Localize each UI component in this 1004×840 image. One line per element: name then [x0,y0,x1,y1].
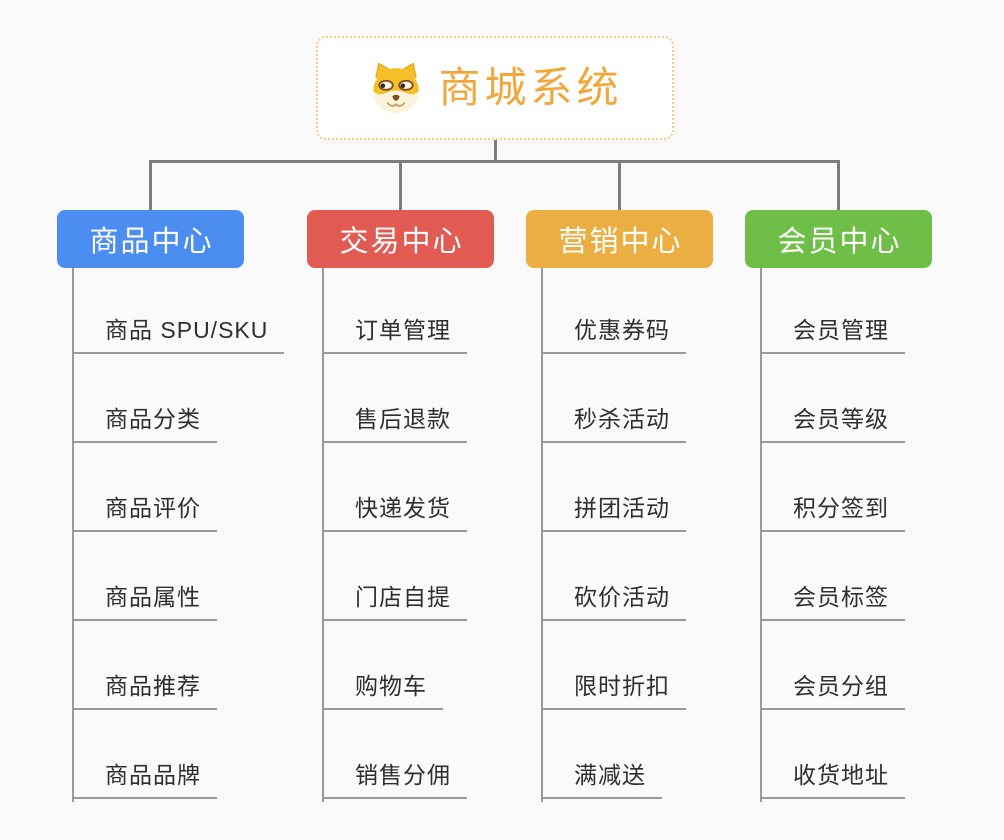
connector-drop-trade [399,160,402,210]
root-topic-title: 商城系统 [438,64,623,111]
connector-drop-member [837,160,840,210]
subtopic[interactable]: 会员等级 [760,406,905,443]
subtopic[interactable]: 会员管理 [760,317,905,354]
connector-drop-product [149,160,152,210]
branch-marketing-center: 营销中心 优惠券码 秒杀活动 拼团活动 砍价活动 限时折扣 满减送 [526,210,786,820]
branch-topic-product-center[interactable]: 商品中心 [57,210,244,268]
root-topic[interactable]: 商城系统 [316,36,674,140]
connector-drop-marketing [618,160,621,210]
subtopic[interactable]: 商品 SPU/SKU [72,317,285,354]
subtopic[interactable]: 限时折扣 [541,673,686,710]
branch-topic-trade-center[interactable]: 交易中心 [307,210,494,268]
connector-trunk-product [72,268,74,802]
subtopic[interactable]: 拼团活动 [541,495,686,532]
connector-root-stub [494,140,497,162]
connector-horizontal-bar [149,160,840,163]
branch-topic-marketing-center[interactable]: 营销中心 [526,210,713,268]
subtopic[interactable]: 会员标签 [760,584,905,621]
branch-member-center: 会员中心 会员管理 会员等级 积分签到 会员标签 会员分组 收货地址 [745,210,1004,820]
subtopic[interactable]: 满减送 [541,762,662,799]
subtopic[interactable]: 商品属性 [72,584,217,621]
connector-trunk-trade [322,268,324,802]
subtopic[interactable]: 商品分类 [72,406,217,443]
subtopic[interactable]: 优惠券码 [541,317,686,354]
subtopic[interactable]: 售后退款 [322,406,467,443]
subtopic[interactable]: 积分签到 [760,495,905,532]
shiba-dog-face-icon [367,61,425,115]
subtopic[interactable]: 商品评价 [72,495,217,532]
branch-topic-member-center[interactable]: 会员中心 [745,210,932,268]
subtopic[interactable]: 快递发货 [322,495,467,532]
subtopic[interactable]: 门店自提 [322,584,467,621]
subtopic[interactable]: 收货地址 [760,762,905,799]
connector-trunk-member [760,268,762,802]
subtopic[interactable]: 秒杀活动 [541,406,686,443]
subtopic[interactable]: 商品品牌 [72,762,217,799]
subtopic[interactable]: 购物车 [322,673,443,710]
subtopic[interactable]: 会员分组 [760,673,905,710]
connector-trunk-marketing [541,268,543,802]
subtopic[interactable]: 砍价活动 [541,584,686,621]
branch-trade-center: 交易中心 订单管理 售后退款 快递发货 门店自提 购物车 销售分佣 [307,210,567,820]
subtopic[interactable]: 订单管理 [322,317,467,354]
subtopic[interactable]: 销售分佣 [322,762,467,799]
subtopic[interactable]: 商品推荐 [72,673,217,710]
branch-product-center: 商品中心 商品 SPU/SKU 商品分类 商品评价 商品属性 商品推荐 商品品牌 [57,210,317,820]
